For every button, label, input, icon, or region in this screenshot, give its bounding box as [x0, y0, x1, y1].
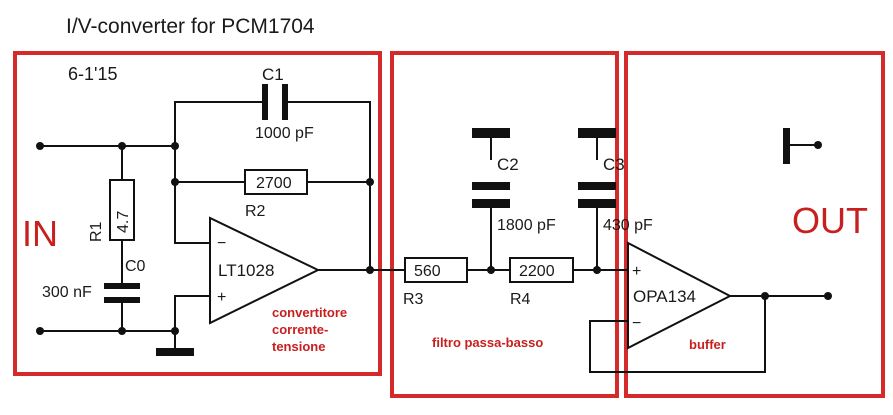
in-label: IN [22, 213, 58, 254]
in-desc-line1: convertitore [272, 305, 347, 320]
r1-name: R1 [88, 221, 105, 242]
c2-name: C2 [497, 155, 519, 174]
resistor-bodies [109, 169, 574, 283]
date-label: 6-1'15 [68, 64, 117, 84]
r2-name: R2 [245, 203, 266, 220]
c0-name: C0 [125, 258, 146, 275]
out-desc: buffer [689, 337, 726, 352]
r3-name: R3 [403, 291, 424, 308]
c3-name: C3 [603, 155, 625, 174]
section-filter-frame [390, 51, 619, 398]
opa134-minus: − [632, 315, 641, 332]
c1-name: C1 [262, 65, 284, 84]
section-in-frame [13, 51, 382, 376]
opamp-opa134 [627, 241, 733, 350]
out-label: OUT [792, 200, 868, 241]
section-out-frame [624, 51, 885, 398]
wires [40, 101, 828, 373]
r4-value: 2200 [519, 263, 555, 280]
opa134-plus: + [632, 263, 641, 280]
opamp-lt1028 [209, 216, 321, 325]
opa134-name: OPA134 [633, 287, 696, 306]
in-desc-line3: tensione [272, 339, 325, 354]
r3-value: 560 [414, 263, 441, 280]
c3-value: 430 pF [603, 217, 653, 234]
r1-value: 4.7 [115, 211, 132, 233]
lt1028-name: LT1028 [218, 261, 274, 280]
diagram-title: I/V-converter for PCM1704 [66, 15, 315, 38]
r4-name: R4 [510, 291, 531, 308]
r2-value: 2700 [256, 175, 292, 192]
capacitor-plates [104, 84, 790, 356]
c0-value: 300 nF [42, 284, 92, 301]
lt1028-minus: − [217, 235, 226, 252]
in-desc-line2: corrente- [272, 322, 328, 337]
junction-dots [36, 141, 832, 335]
c2-value: 1800 pF [497, 217, 556, 234]
filter-desc: filtro passa-basso [432, 335, 543, 350]
lt1028-plus: + [217, 289, 226, 306]
c1-value: 1000 pF [255, 125, 314, 142]
